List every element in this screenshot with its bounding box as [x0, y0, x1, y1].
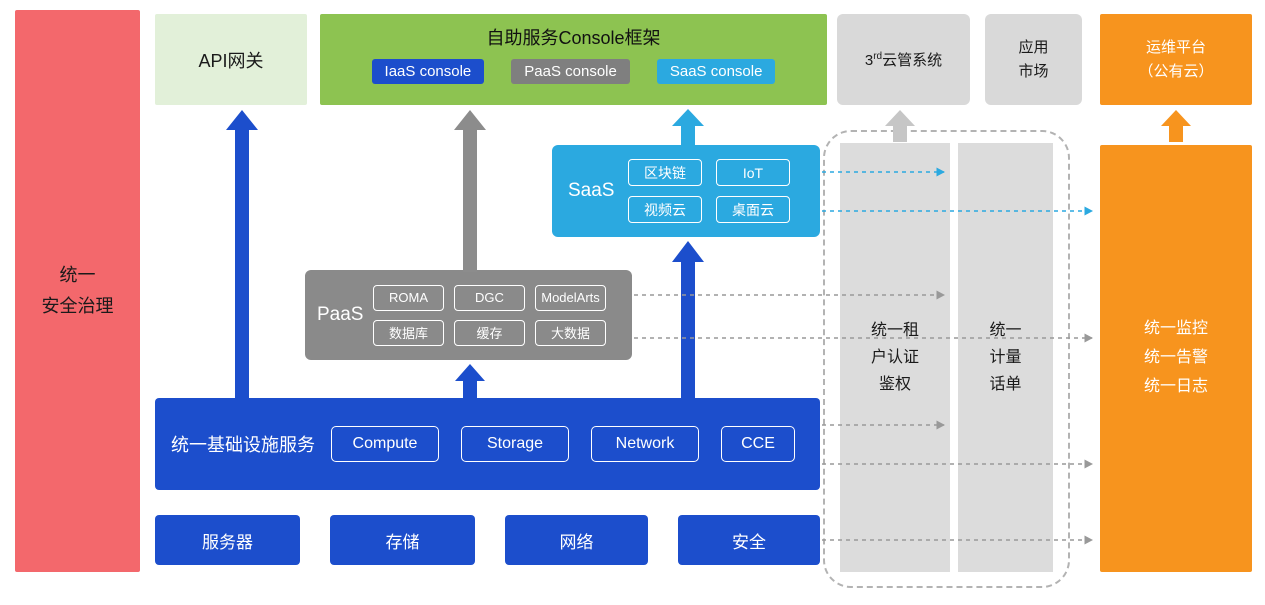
- om-platform-label: 运维平台 （公有云）: [1138, 39, 1214, 80]
- paas-badges-grid: ROMA DGC ModelArts 数据库 缓存 大数据: [373, 284, 606, 346]
- unified-tenant-auth-label: 统一租 户认证 鉴权: [870, 321, 919, 394]
- app-market-box: 应用 市场: [985, 14, 1082, 105]
- unified-metering-bar: 统一 计量 话单: [958, 143, 1053, 572]
- shared-services-dashed-container: [823, 130, 1070, 588]
- iaas-label: 统一基础设施服务: [171, 435, 315, 455]
- third-party-cloud-mgmt-box: 3rd云管系统: [837, 14, 970, 105]
- saas-console-badge: SaaS console: [656, 59, 776, 84]
- arrow-iaas-to-saas-icon: [672, 241, 704, 400]
- om-platform-box: 运维平台 （公有云）: [1100, 14, 1252, 105]
- infra-box-server: 服务器: [155, 515, 300, 565]
- saas-box: SaaS 区块链 IoT 视频云 桌面云: [552, 145, 820, 237]
- saas-badge-iot: IoT: [716, 159, 790, 186]
- infra-box-storage: 存储: [330, 515, 475, 565]
- iaas-badge-compute: Compute: [331, 426, 439, 462]
- api-gateway-label: API网关: [198, 50, 264, 71]
- infra-storage-label: 存储: [385, 532, 420, 552]
- arrow-saas-to-console-icon: [672, 109, 704, 146]
- infra-network-label: 网络: [559, 532, 594, 552]
- unified-monitoring-box: 统一监控 统一告警 统一日志: [1100, 145, 1252, 572]
- console-frame-title: 自助服务Console框架: [486, 28, 661, 48]
- saas-badge-blockchain: 区块链: [628, 159, 702, 186]
- iaas-badge-network: Network: [591, 426, 699, 462]
- paas-badge-bigdata: 大数据: [535, 319, 606, 346]
- paas-label: PaaS: [317, 304, 364, 325]
- third-party-cloud-mgmt-label: 3rd云管系统: [865, 49, 942, 70]
- iaas-box: 统一基础设施服务 Compute Storage Network CCE: [155, 398, 820, 490]
- infra-server-label: 服务器: [202, 532, 253, 552]
- console-badges-row: IaaS console PaaS console SaaS console: [320, 59, 827, 84]
- app-market-label: 应用 市场: [1018, 39, 1049, 80]
- unified-metering-label: 统一 计量 话单: [989, 321, 1022, 394]
- third-party-num: 3: [864, 52, 874, 69]
- saas-label: SaaS: [568, 180, 615, 201]
- paas-badge-cache: 缓存: [454, 319, 525, 346]
- arrow-paas-to-console-icon: [454, 110, 486, 272]
- saas-badges-grid: 区块链 IoT 视频云 桌面云: [628, 159, 790, 223]
- paas-badge-database: 数据库: [373, 319, 444, 346]
- iaas-badge-cce: CCE: [721, 426, 795, 462]
- arrow-iaas-to-api-gateway-icon: [226, 110, 258, 400]
- saas-badge-desktop-cloud: 桌面云: [716, 196, 790, 223]
- unified-monitoring-label: 统一监控 统一告警 统一日志: [1143, 320, 1208, 395]
- iaas-badges-row: Compute Storage Network CCE: [331, 426, 795, 462]
- api-gateway-box: API网关: [155, 14, 307, 105]
- unified-security-governance-bar: 统一 安全治理: [15, 10, 140, 572]
- infra-box-network: 网络: [505, 515, 648, 565]
- paas-badge-modelarts: ModelArts: [535, 284, 606, 311]
- unified-tenant-auth-bar: 统一租 户认证 鉴权: [840, 143, 950, 572]
- third-party-sup: rd: [873, 51, 883, 62]
- saas-badge-video-cloud: 视频云: [628, 196, 702, 223]
- paas-badge-dgc: DGC: [454, 284, 525, 311]
- paas-box: PaaS ROMA DGC ModelArts 数据库 缓存 大数据: [305, 270, 632, 360]
- paas-console-badge: PaaS console: [511, 59, 630, 84]
- arrow-iaas-to-paas-icon: [455, 364, 485, 400]
- third-party-rest: 云管系统: [882, 52, 943, 69]
- iaas-badge-storage: Storage: [461, 426, 569, 462]
- paas-badge-roma: ROMA: [373, 284, 444, 311]
- infra-security-label: 安全: [732, 532, 766, 552]
- infra-box-security: 安全: [678, 515, 820, 565]
- iaas-console-badge: IaaS console: [371, 59, 485, 84]
- security-governance-label: 统一 安全治理: [41, 265, 114, 316]
- arrow-monitor-to-om-platform-icon: [1161, 110, 1191, 142]
- self-service-console-frame: 自助服务Console框架 IaaS console PaaS console …: [320, 14, 827, 105]
